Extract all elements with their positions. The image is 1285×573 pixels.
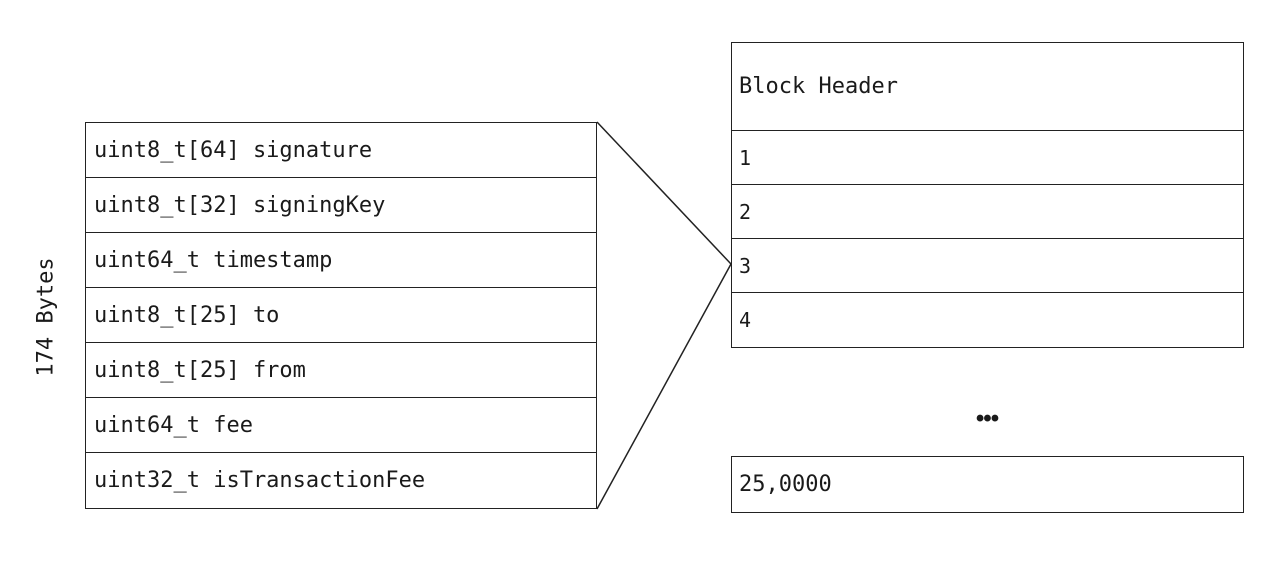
- field-is-transaction-fee: uint32_t isTransactionFee: [94, 468, 426, 493]
- connector-line-bottom: [596, 263, 732, 510]
- field-from: uint8_t[25] from: [86, 343, 596, 398]
- block-header: Block Header: [732, 43, 1243, 131]
- connector-line-top: [596, 121, 732, 265]
- field-signing-key: uint8_t[32] signingKey: [86, 178, 596, 233]
- field-to: uint8_t[25] to: [86, 288, 596, 343]
- field-signature: uint8_t[64] signature: [86, 123, 596, 178]
- block-row-1: 1: [732, 131, 1243, 185]
- block-row-last: 25,0000: [731, 456, 1244, 513]
- field-fee: uint64_t fee: [86, 398, 596, 453]
- block-row-4: 4: [739, 308, 752, 332]
- block-table: Block Header 1 2 3 4: [731, 42, 1244, 348]
- ellipsis: •••: [975, 405, 999, 432]
- block-row-3: 3: [732, 239, 1243, 293]
- transaction-struct-table: uint8_t[64] signature uint8_t[32] signin…: [85, 122, 597, 509]
- block-row-2: 2: [732, 185, 1243, 239]
- field-timestamp: uint64_t timestamp: [86, 233, 596, 288]
